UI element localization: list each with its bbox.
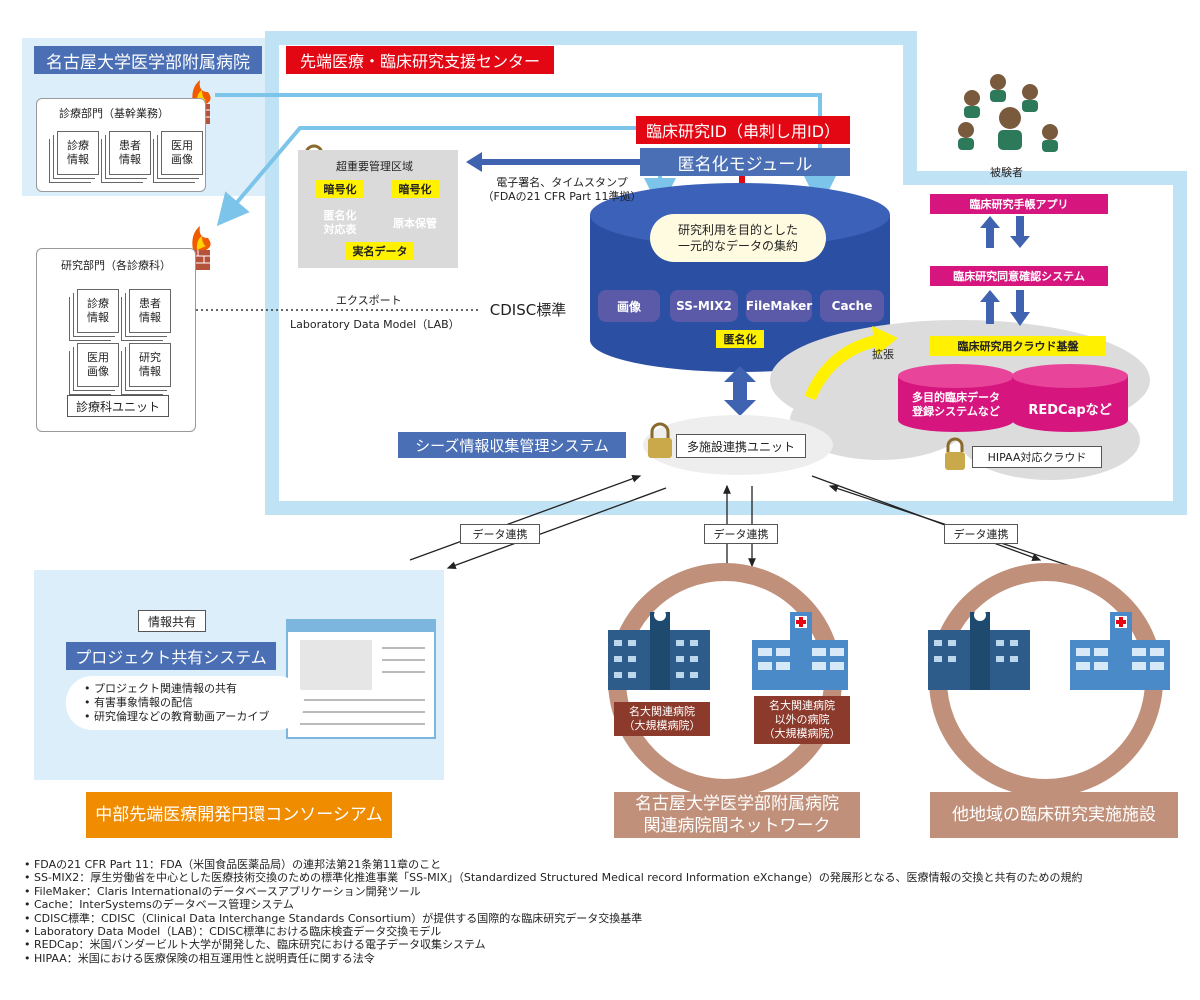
lock-icon-multi bbox=[648, 422, 672, 458]
doc-medical-image: 医用 画像 bbox=[161, 131, 203, 175]
seeds-system-label: シーズ情報収集管理システム bbox=[398, 432, 626, 458]
db-item-image: 画像 bbox=[598, 290, 660, 322]
research-dept-title: 研究部門（各診療科） bbox=[61, 259, 171, 272]
expand-arrow bbox=[804, 334, 882, 401]
doc-patient-info: 患者 情報 bbox=[109, 131, 151, 175]
db-anon-tag: 匿名化 bbox=[716, 330, 764, 348]
bullet-item: • プロジェクト関連情報の共有 bbox=[84, 682, 237, 695]
app-label: 臨床研究手帳アプリ bbox=[930, 194, 1108, 214]
encrypt-tag-2: 暗号化 bbox=[391, 180, 439, 198]
doc-patient-info: 患者 情報 bbox=[129, 289, 171, 333]
export-label: エクスポート bbox=[336, 294, 402, 307]
db-aggregation-cloud: 研究利用を目的とした 一元的なデータの集約 bbox=[650, 214, 826, 262]
other-facilities-label: 他地域の臨床研究実施施設 bbox=[930, 792, 1178, 838]
redcap-cylinder: REDCapなど bbox=[1028, 402, 1112, 418]
bullet-item: • 有害事象情報の配信 bbox=[84, 696, 193, 709]
lock-icon-hipaa bbox=[945, 437, 965, 470]
network-label: 名古屋大学医学部附属病院 関連病院間ネットワーク bbox=[614, 792, 860, 838]
bullet-item: • 研究倫理などの教育動画アーカイブ bbox=[84, 710, 270, 723]
cloud-platform-label: 臨床研究用クラウド基盤 bbox=[930, 336, 1106, 356]
project-share-system-label: プロジェクト共有システム bbox=[66, 642, 276, 670]
cloud-side-arrows bbox=[980, 216, 1030, 326]
footnotes: • FDAの21 CFR Part 11：FDA（米国食品医薬品局）の連邦法第2… bbox=[24, 858, 1184, 965]
doc-clinical-info: 診療 情報 bbox=[57, 131, 99, 175]
signature-note: 電子署名、タイムスタンプ （FDAの21 CFR Part 11準拠） bbox=[482, 176, 642, 203]
footnote: • FileMaker：Claris Internationalのデータベースア… bbox=[24, 884, 421, 898]
footnote: • Cache：InterSystemsのデータベース管理システム bbox=[24, 898, 294, 912]
footnote: • FDAの21 CFR Part 11：FDA（米国食品医薬品局）の連邦法第2… bbox=[24, 858, 442, 871]
hipaa-cloud-label: HIPAA対応クラウド bbox=[972, 446, 1102, 468]
anon-table-cylinder: 匿名化 対応表 bbox=[323, 209, 357, 236]
consortium-label: 中部先端医療開発円環コンソーシアム bbox=[86, 792, 392, 838]
building-icon-other-2 bbox=[1070, 612, 1170, 690]
consent-system-label: 臨床研究同意確認システム bbox=[930, 266, 1108, 286]
anon-module-label: 匿名化モジュール bbox=[640, 148, 850, 176]
data-link-label-2: データ連携 bbox=[704, 524, 778, 544]
clinical-id-label: 臨床研究ID（串刺し用ID） bbox=[636, 116, 850, 144]
clinical-dept-box: 診療部門（基幹業務） 診療 情報 患者 情報 医用 画像 bbox=[36, 98, 206, 192]
expand-label: 拡張 bbox=[872, 348, 894, 361]
footnote: • Laboratory Data Model（LAB）：CDISC標準における… bbox=[24, 925, 442, 939]
cdisc-label: CDISC標準 bbox=[478, 298, 578, 320]
db-items: 画像 SS-MIX2 FileMaker Cache bbox=[598, 290, 888, 324]
db-item-filemaker: FileMaker bbox=[746, 290, 812, 322]
footnote: • HIPAA：米国における医療保険の相互運用性と説明責任に関する法令 bbox=[24, 951, 375, 965]
multi-site-unit-label: 多施設連携ユニット bbox=[676, 434, 806, 458]
doc-medical-image: 医用 画像 bbox=[77, 343, 119, 387]
building-icon-large-2 bbox=[752, 612, 848, 690]
double-arrow bbox=[724, 366, 756, 382]
real-name-data-tag: 実名データ bbox=[346, 242, 414, 260]
footnote: • SS-MIX2：厚生労働省を中心とした医療技術交換のための標準化推進事業「S… bbox=[24, 871, 1083, 885]
monitor-illustration bbox=[286, 619, 436, 739]
encrypt-tag-1: 暗号化 bbox=[316, 180, 364, 198]
dept-unit-label: 診療科ユニット bbox=[67, 395, 169, 417]
clinical-dept-title: 診療部門（基幹業務） bbox=[59, 107, 169, 120]
data-link-label-3: データ連携 bbox=[944, 524, 1018, 544]
doc-research-info: 研究 情報 bbox=[129, 343, 171, 387]
link-arrow-research bbox=[216, 126, 660, 227]
registry-cylinder: 多目的臨床データ 登録システムなど bbox=[912, 391, 1000, 418]
db-item-ssmix2: SS-MIX2 bbox=[670, 290, 738, 322]
footnote: • REDCap：米国バンダービルト大学が開発した、臨床研究における電子データ収… bbox=[24, 938, 486, 952]
db-item-cache: Cache bbox=[820, 290, 884, 322]
data-link-label-1: データ連携 bbox=[460, 524, 540, 544]
subjects-label: 被験者 bbox=[990, 166, 1023, 179]
network-tag-1: 名大関連病院 （大規模病院） bbox=[614, 702, 710, 736]
consortium-bullets: • プロジェクト関連情報の共有 • 有害事象情報の配信 • 研究倫理などの教育動… bbox=[66, 676, 304, 730]
subjects-icon bbox=[958, 74, 1058, 152]
building-icon-other-1 bbox=[928, 609, 1030, 690]
doc-clinical-info: 診療 情報 bbox=[77, 289, 119, 333]
network-tag-2: 名大関連病院 以外の病院 （大規模病院） bbox=[754, 696, 850, 744]
info-share-label: 情報共有 bbox=[138, 610, 206, 632]
original-storage-cylinder: 原本保管 bbox=[393, 217, 437, 230]
lab-label: Laboratory Data Model（LAB） bbox=[290, 318, 460, 331]
secure-zone-title: 超重要管理区域 bbox=[336, 160, 413, 173]
hospital-title: 名古屋大学医学部附属病院 bbox=[34, 46, 262, 74]
building-icon-large-1 bbox=[608, 609, 710, 690]
research-dept-box: 研究部門（各診療科） 診療 情報 患者 情報 医用 画像 研究 情報 診療科ユニ… bbox=[36, 248, 196, 432]
center-title: 先端医療・臨床研究支援センター bbox=[286, 46, 554, 74]
footnote: • CDISC標準：CDISC（Clinical Data Interchang… bbox=[24, 911, 643, 925]
secure-zone: 超重要管理区域 暗号化 暗号化 匿名化 対応表 原本保管 実名データ bbox=[298, 150, 458, 268]
